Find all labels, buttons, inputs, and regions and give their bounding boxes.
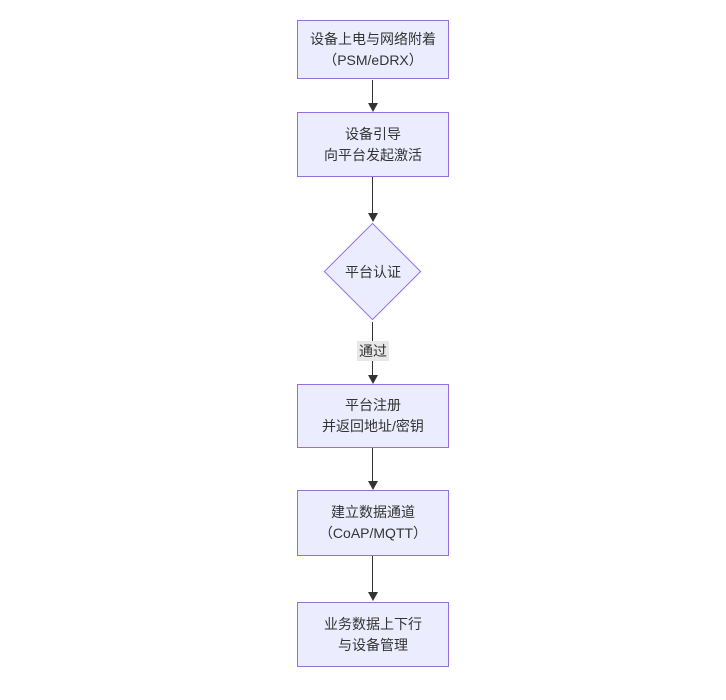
arrowhead-down-icon [368,103,378,112]
node-text-line: 建立数据通道 [331,504,415,520]
node-business-data: 业务数据上下行 与设备管理 [297,602,449,667]
edge-line [372,556,373,593]
arrowhead-down-icon [368,592,378,601]
arrowhead-down-icon [368,481,378,490]
decision-platform-auth: 平台认证 [323,222,423,322]
edge-line [372,448,373,482]
node-text-line: 平台认证 [345,264,401,280]
node-text-line: 设备引导 [345,125,401,142]
node-device-bootstrap: 设备引导 向平台发起激活 [297,112,449,177]
node-text-line: （PSM/eDRX） [323,51,423,68]
arrowhead-down-icon [368,375,378,384]
node-text-line: 平台注册 [345,397,401,413]
node-platform-register: 平台注册 并返回地址/密钥 [297,384,449,448]
edge-line [372,177,373,214]
edge-label-pass: 通过 [357,341,389,361]
node-text-line: 并返回地址/密钥 [322,418,424,434]
node-text-line: （CoAP/MQTT） [318,525,428,541]
node-power-network-attach: 设备上电与网络附着 （PSM/eDRX） [297,20,449,79]
node-text-line: 业务数据上下行 [324,615,422,632]
node-text-line: 设备上电与网络附着 [310,30,436,47]
node-text-line: 向平台发起激活 [324,146,422,163]
node-text-line: 与设备管理 [338,636,408,653]
edge-line [372,80,373,104]
arrowhead-down-icon [368,213,378,222]
node-data-channel: 建立数据通道 （CoAP/MQTT） [297,490,449,556]
